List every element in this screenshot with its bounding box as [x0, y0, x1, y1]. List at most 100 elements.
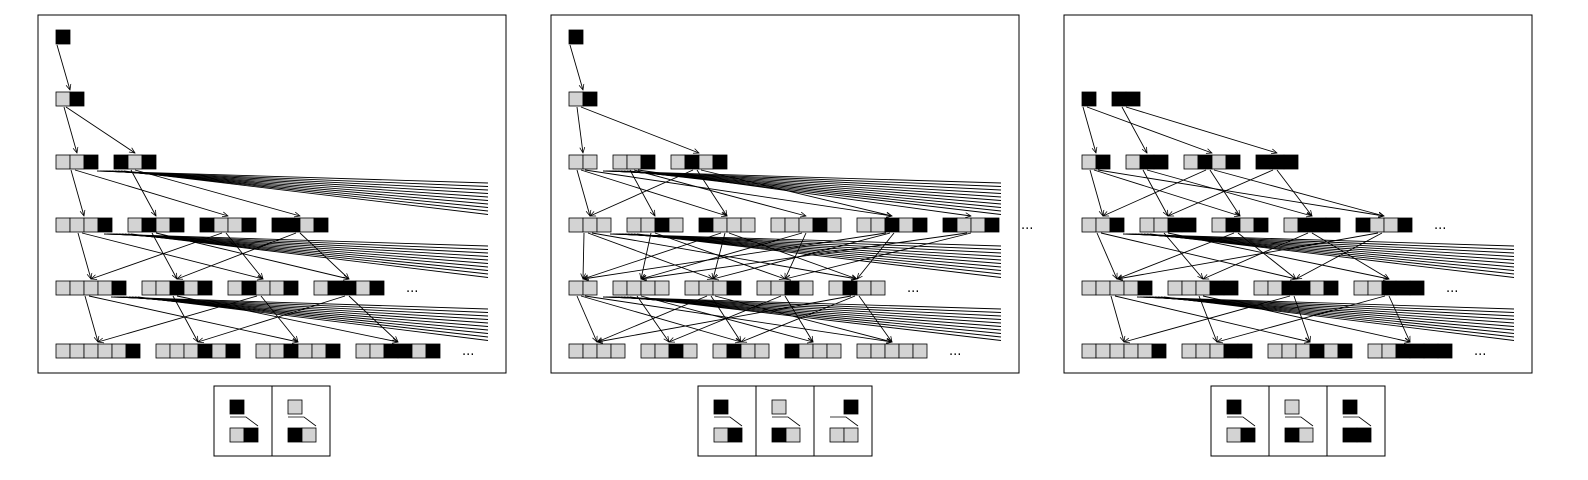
rule-cell	[1226, 427, 1242, 443]
cell	[1123, 343, 1139, 359]
rule-cell	[229, 427, 245, 443]
derivation-arrow	[134, 169, 300, 216]
state-B	[1081, 91, 1097, 107]
state-BWB	[113, 154, 157, 170]
derivation-arrow	[584, 295, 892, 342]
rule-cell	[713, 399, 729, 415]
panels-layer: ........................	[37, 14, 1533, 374]
cell	[898, 343, 914, 359]
derivation-arrow	[597, 295, 852, 342]
cell	[1239, 217, 1255, 233]
state-WWWWW	[856, 343, 928, 359]
rule-cell	[771, 427, 787, 443]
cell	[842, 280, 858, 296]
cell	[654, 217, 670, 233]
rule-cell	[301, 427, 317, 443]
panel-1: ......	[37, 14, 507, 374]
cell	[856, 217, 872, 233]
derivation-arrow	[1149, 233, 1515, 278]
derivation-arrow	[1093, 169, 1240, 216]
state-BBWB	[271, 217, 329, 233]
cell	[812, 217, 828, 233]
cell	[1111, 91, 1127, 107]
cell	[1197, 154, 1213, 170]
derivation-arrow	[580, 169, 727, 216]
cell	[1323, 280, 1339, 296]
ellipsis-mark: ...	[907, 281, 919, 296]
cell	[770, 217, 786, 233]
rule-connector	[288, 416, 317, 427]
cell	[870, 217, 886, 233]
derivation-arrow	[151, 232, 177, 279]
state-WWWWB	[55, 280, 127, 296]
cell	[596, 343, 612, 359]
rule-cell	[843, 399, 859, 415]
cell	[127, 154, 143, 170]
state-WWBBBB	[1367, 343, 1453, 359]
cell	[698, 217, 714, 233]
state-WWBW	[756, 280, 814, 296]
state-WWWBWB	[1267, 343, 1353, 359]
derivation-arrow	[1276, 169, 1312, 216]
rule-cell	[1240, 427, 1256, 443]
ellipsis-mark: ...	[462, 344, 474, 359]
state-WB	[568, 91, 598, 107]
cell	[756, 280, 772, 296]
state-WWWWWB	[1081, 343, 1167, 359]
cell	[1167, 280, 1183, 296]
rules-layer	[213, 385, 1386, 457]
cell	[1181, 217, 1197, 233]
rule	[713, 399, 743, 443]
cell	[197, 280, 213, 296]
cell	[1211, 154, 1227, 170]
cell	[369, 343, 385, 359]
state-WW	[568, 280, 598, 296]
cell	[199, 217, 215, 233]
cell	[1081, 91, 1097, 107]
cell	[1195, 343, 1211, 359]
cell	[828, 280, 844, 296]
cell	[1283, 154, 1299, 170]
derivation-arrow	[70, 169, 84, 216]
cell	[311, 343, 327, 359]
cell	[1369, 217, 1385, 233]
cell	[1395, 280, 1411, 296]
derivation-arrow	[1125, 106, 1277, 153]
cell	[69, 91, 85, 107]
state-WWWW	[568, 343, 626, 359]
cell	[327, 280, 343, 296]
derivation-arrow	[77, 232, 91, 279]
cell	[83, 217, 99, 233]
cell	[1125, 154, 1141, 170]
state-WWWBB	[1167, 280, 1239, 296]
rule-cell	[727, 427, 743, 443]
cell	[568, 91, 584, 107]
rule-connector	[830, 416, 859, 427]
state-WWWW	[612, 280, 670, 296]
derivation-arrow	[130, 233, 489, 278]
state-WB	[55, 91, 85, 107]
cell	[884, 217, 900, 233]
rule-cell	[1356, 427, 1372, 443]
cell	[69, 343, 85, 359]
cell	[211, 343, 227, 359]
cell	[1223, 280, 1239, 296]
cell	[726, 217, 742, 233]
rule-cell	[829, 427, 845, 443]
cell	[626, 154, 642, 170]
state-WBWW	[828, 280, 886, 296]
state-WWBWWB	[255, 343, 341, 359]
state-WBWWB	[227, 280, 299, 296]
rule	[771, 399, 801, 443]
derivation-arrow	[1103, 169, 1207, 217]
cell	[1253, 280, 1269, 296]
cell	[213, 217, 229, 233]
state-WWBWB	[856, 217, 928, 233]
cell	[255, 343, 271, 359]
cell	[1367, 343, 1383, 359]
derivation-arrow	[1139, 296, 1515, 313]
derivation-arrow	[1122, 233, 1515, 247]
state-WBWB	[670, 154, 728, 170]
cell	[784, 217, 800, 233]
cell	[984, 217, 1000, 233]
